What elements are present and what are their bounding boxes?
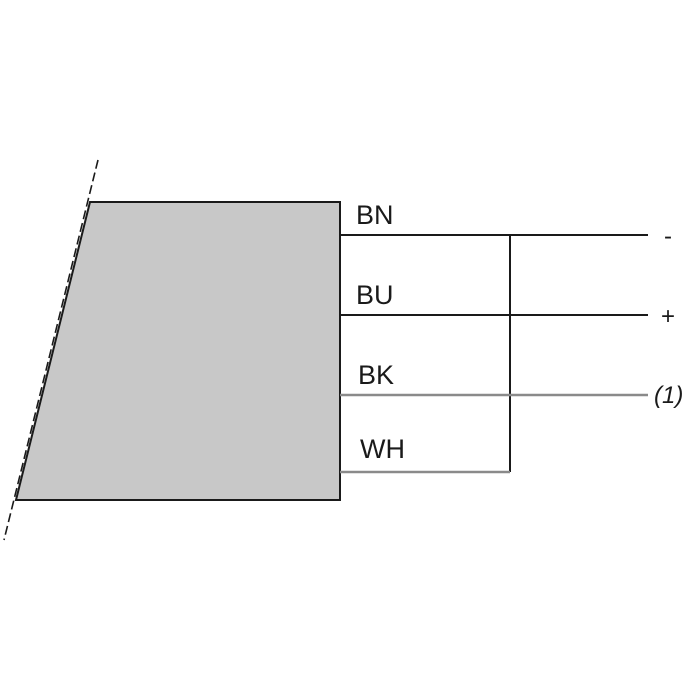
cut-line	[3, 159, 99, 541]
label-wh: WH	[360, 434, 405, 464]
terminal-output: (1)	[654, 382, 683, 409]
terminal-negative: -	[664, 223, 672, 250]
label-bk: BK	[358, 360, 394, 390]
sensor-body	[14, 201, 341, 501]
label-bn: BN	[356, 200, 394, 230]
terminal-positive: +	[661, 303, 675, 330]
label-bu: BU	[356, 280, 394, 310]
